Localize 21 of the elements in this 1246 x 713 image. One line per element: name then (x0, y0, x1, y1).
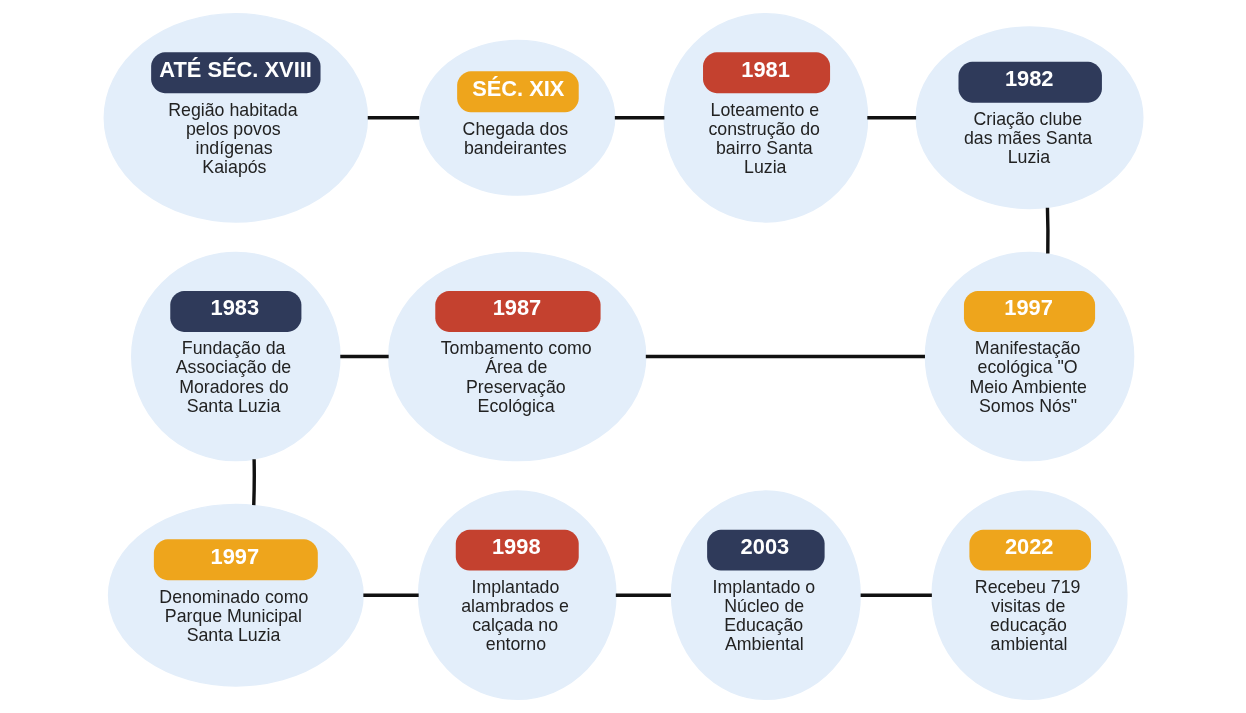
connector (866, 116, 916, 120)
connector (860, 593, 932, 597)
connector (645, 354, 925, 359)
connector (251, 459, 256, 506)
connector (367, 116, 419, 120)
connector (1045, 207, 1050, 254)
node-ellipse: 1982 Criação clube das mães Santa Luzia (915, 26, 1144, 210)
connector (339, 354, 389, 359)
node-circle: 2022 Recebeu 719 visitas de educação ambiental (930, 490, 1128, 701)
node-circle: 1997 Manifestação ecológica "O Meio Ambiente Somos Nós" (924, 251, 1134, 462)
connector (614, 116, 664, 120)
node-ellipse: ATÉ SÉC. XVIII Região habitada pelos povos indígenas Kaiapós (103, 12, 368, 223)
node-circle: 1998 Implantado alambrados e calçada no entorno (417, 490, 617, 701)
node-circle: 1981 Loteamento e construção do bairro Santa Luzia (662, 12, 868, 223)
node-circle: 2003 Implantado o Núcleo de Educação Ambiental (670, 490, 861, 701)
node-ellipse: 1997 Denominado como Parque Municipal Santa Luzia (107, 503, 364, 687)
node-ellipse: SÉC. XIX Chegada dos bandeirantes (418, 39, 615, 196)
connector (615, 593, 671, 597)
node-circle: 1983 Fundação da Associação de Moradores do Santa Luzia (130, 251, 341, 462)
connector (362, 593, 419, 597)
node-ellipse: 1987 Tombamento como Área de Preservação Ecológica (387, 251, 646, 462)
